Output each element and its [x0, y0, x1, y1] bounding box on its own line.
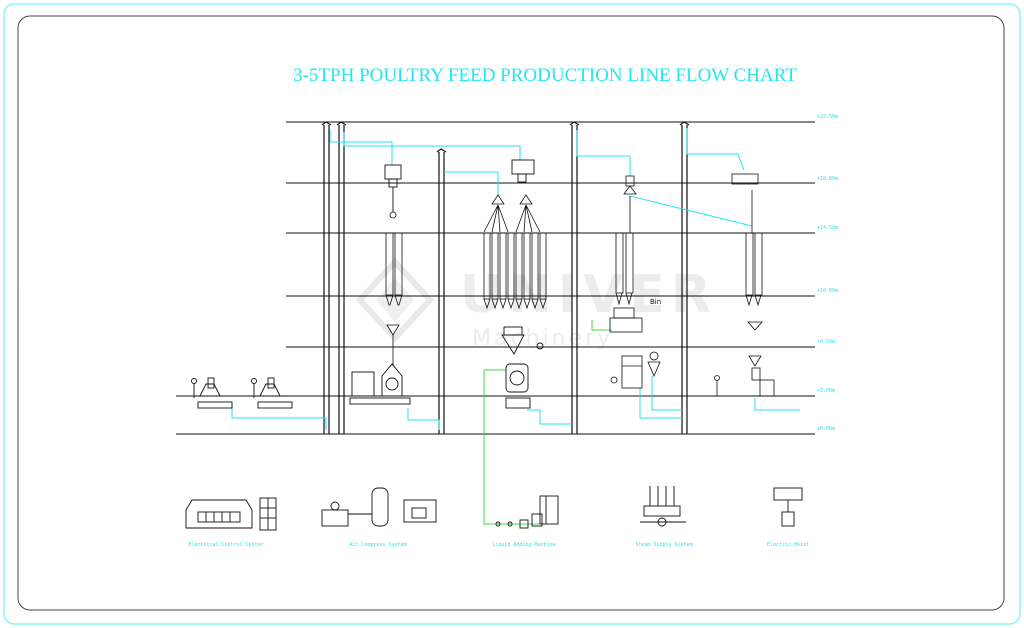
electric-hoist [773, 487, 803, 527]
steam-supply-system [640, 486, 686, 527]
level-label-5: +6.50m [817, 339, 835, 345]
watermark-logo-icon [355, 257, 435, 343]
intake-pit-2 [251, 377, 293, 409]
electrical-control-center [185, 497, 277, 531]
conveying-line-to-bins-a [444, 171, 499, 195]
batching-bins [483, 194, 547, 310]
level-label-2: +18.00m [817, 176, 838, 182]
mixer-section [501, 326, 544, 409]
floor-levels [176, 121, 815, 435]
caption-liquid-adding: Liquid Adding Machine [492, 542, 555, 548]
bucket-elevator-4 [569, 121, 580, 434]
caption-air-compress: Air Compress System [349, 542, 406, 548]
outer-frame [3, 3, 1021, 625]
pulverizer-top [511, 159, 535, 183]
caption-electrical-control: Electrical Control Center [188, 542, 263, 548]
chart-title: 3-5TPH POULTRY FEED PRODUCTION LINE FLOW… [293, 65, 797, 86]
bucket-elevator-2 [336, 121, 347, 434]
steam-pipe [591, 320, 612, 331]
air-compress-system [321, 487, 437, 527]
level-label-7: ±0.00m [817, 426, 835, 432]
finished-product-section [714, 173, 775, 397]
level-label-4: +10.00m [817, 288, 838, 294]
bucket-elevator-1 [321, 121, 332, 434]
liquid-adding-machine [495, 495, 559, 529]
bin-group-1 [385, 211, 403, 366]
intake-pit-1 [191, 377, 233, 409]
bin-label: Bin [650, 298, 661, 306]
pelleting-section [609, 175, 661, 389]
watermark: UNIVER Machinery [355, 257, 717, 351]
caption-steam-supply: Steam Supply System [635, 542, 692, 548]
level-label-1: +22.50m [817, 114, 838, 120]
conveying-line-packing [754, 398, 800, 411]
conveying-line-to-sieve [329, 130, 393, 165]
conveying-line-hammer-return [407, 408, 440, 430]
conveying-line-to-pulverizer-top [343, 132, 521, 160]
inner-frame [17, 15, 1005, 611]
conveying-line-cyclone [651, 376, 682, 411]
caption-electric-hoist: Electric Hoist [767, 542, 809, 548]
conveying-line-cross [629, 195, 753, 227]
level-labels: +22.50m +18.00m +14.50m +10.00m +6.50m +… [817, 114, 838, 432]
liquid-pipe [483, 369, 540, 525]
hammer-mill [349, 363, 411, 405]
intake-section [191, 377, 293, 409]
level-label-6: +3.00m [817, 388, 835, 394]
level-label-3: +14.50m [817, 225, 838, 231]
conveying-line-to-pellet-bin [576, 130, 631, 176]
watermark-brand: UNIVER [460, 265, 717, 325]
conveying-line-intake [231, 404, 327, 430]
bucket-elevators [321, 121, 690, 434]
conveying-line-cooler-out [639, 388, 682, 419]
conveying-line-mixer-out [527, 409, 572, 425]
conveying-line-to-finished [686, 128, 745, 171]
bucket-elevator-3 [436, 148, 447, 434]
cleaning-sieve [384, 164, 402, 212]
conveying-lines [231, 128, 800, 430]
bucket-elevator-5 [679, 121, 690, 434]
equipment-captions: Electrical Control Center Air Compress S… [188, 542, 809, 548]
